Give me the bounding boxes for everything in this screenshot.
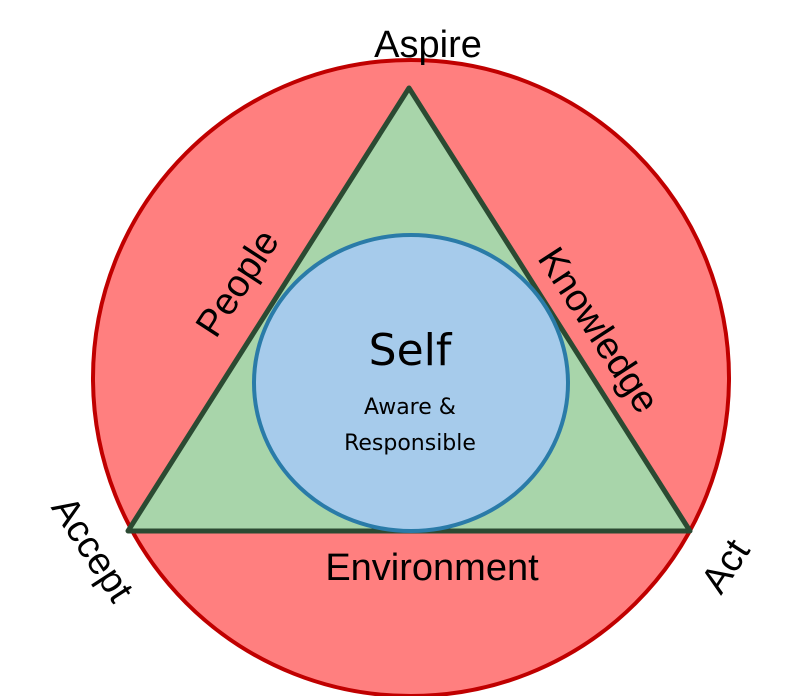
corner-label-bottom-right: Act bbox=[693, 532, 758, 601]
center-title: Self bbox=[369, 325, 453, 376]
side-label-bottom: Environment bbox=[325, 547, 539, 589]
center-line-2: Responsible bbox=[344, 431, 476, 456]
corner-label-top: Aspire bbox=[374, 24, 482, 66]
center-line-1: Aware & bbox=[364, 395, 456, 420]
self-ellipse bbox=[252, 233, 570, 533]
